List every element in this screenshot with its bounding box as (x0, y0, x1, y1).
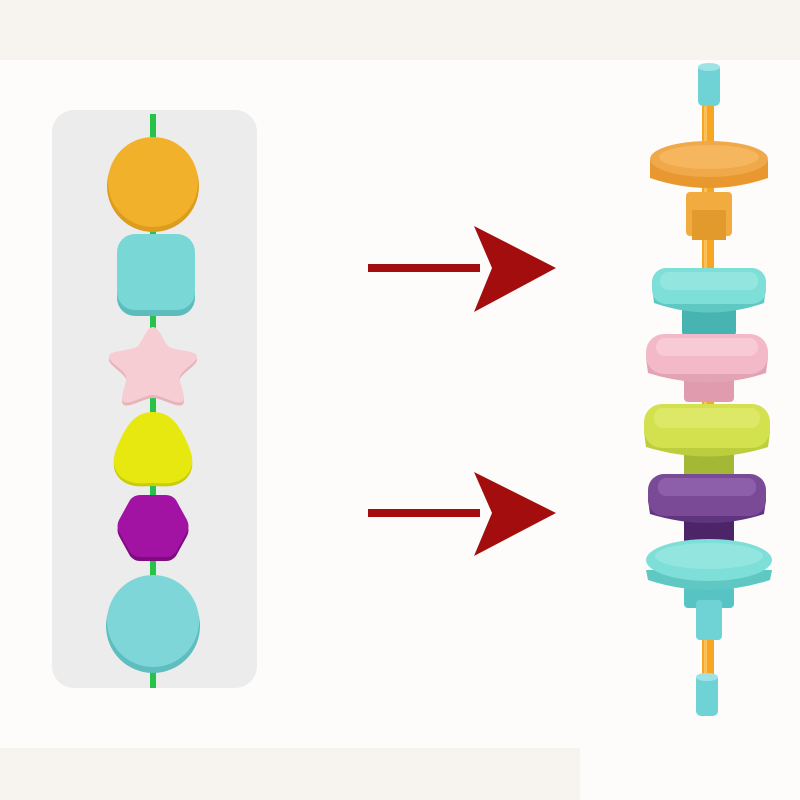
stacker-star-pink (646, 334, 768, 402)
flat-triangle-piece-yellow (113, 412, 193, 487)
flat-circle-piece-orange (107, 137, 199, 232)
flat-hexagon-piece-purple (117, 495, 189, 561)
stacker-circle-teal (646, 539, 772, 608)
top-peg-icon (698, 63, 720, 106)
arrow-lower (368, 472, 556, 556)
bottom-connector (696, 600, 722, 640)
stacker-square-teal (652, 268, 766, 336)
arrow-upper (368, 226, 556, 312)
flat-circle-piece-teal (106, 575, 200, 673)
top-background-band (0, 0, 800, 60)
flat-square-piece-teal (117, 234, 195, 316)
stacked-toy-tower (644, 63, 772, 716)
stacker-hexagon-purple (648, 474, 766, 546)
stacker-circle-orange (650, 141, 768, 240)
stacker-triangle-lime (644, 404, 770, 478)
bottom-background-band (0, 748, 580, 800)
flat-star-piece-pink (108, 327, 198, 406)
bottom-peg-icon (696, 673, 718, 716)
flat-shapes-panel (52, 110, 257, 688)
